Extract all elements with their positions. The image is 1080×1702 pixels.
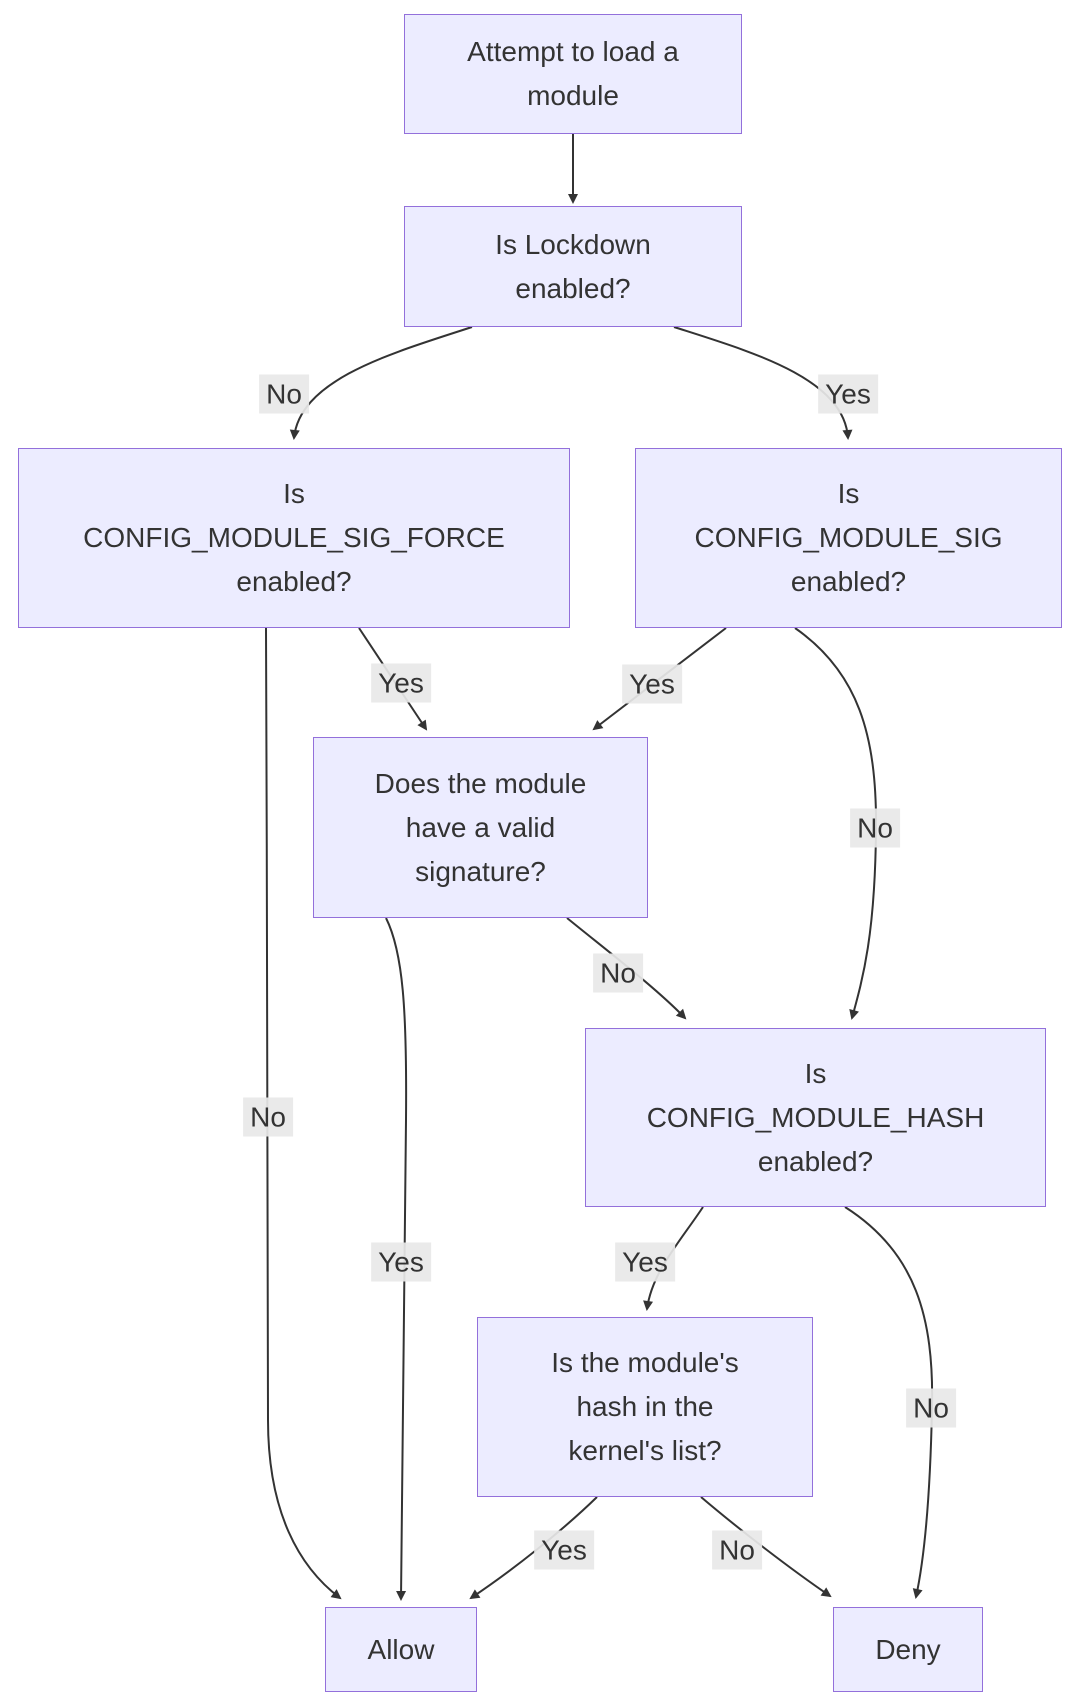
edge-label-hash-no: No [906, 1388, 956, 1428]
edge-lockdown-to-sig-force [289, 326, 473, 440]
node-allow: Allow [325, 1607, 477, 1692]
edge-label-sig-force-yes: Yes [371, 663, 431, 703]
edge-label-hash-list-no: No [712, 1530, 762, 1570]
edge-label-lockdown-no: No [259, 374, 309, 414]
edge-label-valid-sig-no: No [593, 953, 643, 993]
node-config-module-sig-force: Is CONFIG_MODULE_SIG_FORCE enabled? [18, 448, 570, 628]
node-config-module-hash: Is CONFIG_MODULE_HASH enabled? [585, 1028, 1046, 1207]
node-attempt-load-module: Attempt to load a module [404, 14, 742, 134]
edge-label-valid-sig-yes: Yes [371, 1242, 431, 1282]
node-hash-in-kernel-list: Is the module's hash in the kernel's lis… [477, 1317, 813, 1497]
edge-label-hash-yes: Yes [615, 1242, 675, 1282]
node-valid-signature: Does the module have a valid signature? [313, 737, 648, 918]
node-config-module-sig: Is CONFIG_MODULE_SIG enabled? [635, 448, 1062, 628]
node-deny: Deny [833, 1607, 983, 1692]
edge-label-lockdown-yes: Yes [818, 374, 878, 414]
edge-label-sig-force-no: No [243, 1097, 293, 1137]
edge-label-sig-no: No [850, 808, 900, 848]
edge-label-sig-yes: Yes [622, 664, 682, 704]
node-lockdown-enabled: Is Lockdown enabled? [404, 206, 742, 327]
edge-label-hash-list-yes: Yes [534, 1530, 594, 1570]
